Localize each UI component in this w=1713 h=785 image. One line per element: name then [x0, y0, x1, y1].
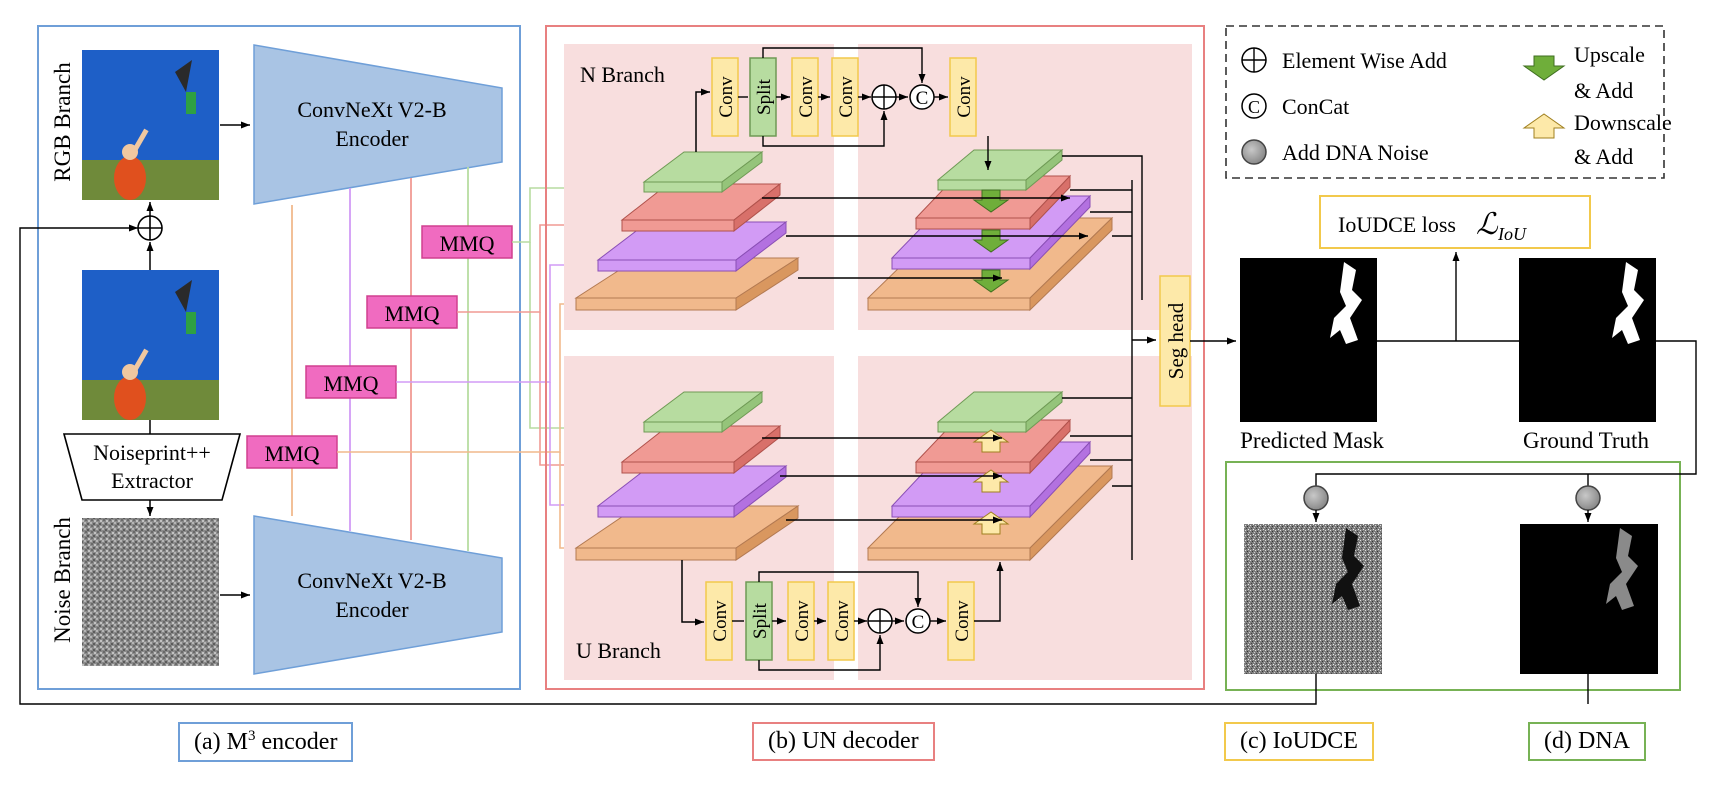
- extractor-label-2: Extractor: [111, 468, 194, 493]
- legend-upscale-label-1: Upscale: [1574, 42, 1645, 67]
- svg-text:Conv: Conv: [952, 600, 973, 642]
- legend-box: [1225, 25, 1665, 179]
- n-right-green-layer: [936, 148, 1064, 192]
- input-image: [82, 270, 219, 420]
- svg-text:MMQ: MMQ: [384, 301, 439, 326]
- rgb-input-image: [82, 50, 219, 200]
- svg-text:MMQ: MMQ: [264, 441, 319, 466]
- noise-branch-label: Noise Branch: [50, 517, 75, 643]
- n-branch-label: N Branch: [580, 62, 665, 87]
- dna-ground-truth-image: [1520, 524, 1658, 674]
- u-conv-1: Conv: [705, 581, 733, 661]
- legend-concat-icon: [1241, 93, 1267, 119]
- noise-encoder: [253, 515, 503, 675]
- n-split: Split: [749, 57, 777, 137]
- caption-encoder: (a) M3 encoder: [178, 722, 354, 762]
- u-right-green-layer: [936, 390, 1064, 434]
- encoder-panel: [37, 25, 521, 690]
- legend-downscale-label-1: Downscale: [1574, 110, 1672, 135]
- svg-text:Split: Split: [750, 602, 771, 639]
- u-branch-label: U Branch: [576, 638, 661, 663]
- rgb-branch-label: RGB Branch: [50, 62, 75, 182]
- svg-text:C: C: [1248, 97, 1260, 117]
- dna-noise-icon-1: [1303, 485, 1329, 511]
- svg-text:C: C: [912, 612, 925, 633]
- iou-loss-symbol: ℒ: [1476, 208, 1499, 241]
- legend-upscale-label-2: & Add: [1574, 78, 1633, 103]
- u-conv-2: Conv: [787, 581, 815, 661]
- mmq-purple: MMQ: [305, 365, 397, 399]
- legend-concat-label: ConCat: [1282, 94, 1349, 119]
- iou-loss-box: [1319, 195, 1591, 249]
- noise-encoder-label-2: Encoder: [335, 597, 409, 622]
- predicted-mask-label: Predicted Mask: [1240, 428, 1384, 453]
- caption-decoder: (b) UN decoder: [752, 722, 935, 761]
- mmq-green: MMQ: [421, 225, 513, 259]
- n-conv-3: Conv: [831, 57, 859, 137]
- n-conv-1: Conv: [711, 57, 739, 137]
- svg-text:Conv: Conv: [954, 76, 975, 118]
- n-left-red-layer: [620, 182, 782, 233]
- upscale-arrow-1: [972, 189, 1010, 213]
- svg-text:Conv: Conv: [792, 600, 813, 642]
- mmq-orange: MMQ: [246, 435, 338, 469]
- legend-add-label: Element Wise Add: [1282, 48, 1447, 73]
- svg-text:Conv: Conv: [836, 76, 857, 118]
- seg-head: Seg head: [1159, 275, 1191, 407]
- decoder-panel: [545, 25, 1205, 690]
- extractor-label-1: Noiseprint++: [93, 440, 211, 465]
- svg-text:Conv: Conv: [796, 76, 817, 118]
- legend-downscale-icon: [1522, 113, 1566, 139]
- rgb-encoder: [253, 44, 503, 205]
- legend-downscale-label-2: & Add: [1574, 144, 1633, 169]
- ground-truth-label: Ground Truth: [1523, 428, 1649, 453]
- rgb-encoder-label-2: Encoder: [335, 126, 409, 151]
- iou-loss-label: IoUDCE loss: [1338, 212, 1456, 237]
- noise-encoder-label-1: ConvNeXt V2-B: [297, 568, 446, 593]
- ground-truth-image: [1519, 258, 1656, 422]
- caption-dna: (d) DNA: [1528, 722, 1646, 761]
- svg-text:Split: Split: [754, 78, 775, 115]
- n-conv-2: Conv: [791, 57, 819, 137]
- legend-dna-label: Add DNA Noise: [1282, 140, 1429, 165]
- caption-iou: (c) IoUDCE: [1224, 722, 1374, 761]
- dna-noisy-mask-image: [1244, 524, 1382, 674]
- u-split: Split: [745, 581, 773, 661]
- svg-text:Conv: Conv: [832, 600, 853, 642]
- svg-text:Seg head: Seg head: [1164, 302, 1188, 379]
- u-left-purple-layer: [596, 464, 788, 519]
- mmq-red: MMQ: [366, 295, 458, 329]
- dna-noise-icon-2: [1575, 485, 1601, 511]
- svg-text:Conv: Conv: [716, 76, 737, 118]
- predicted-mask-image: [1240, 258, 1377, 422]
- n-conv-4: Conv: [949, 57, 977, 137]
- svg-text:MMQ: MMQ: [323, 371, 378, 396]
- legend-upscale-icon: [1522, 55, 1566, 81]
- iou-loss-subscript: IoU: [1497, 224, 1527, 244]
- svg-text:Conv: Conv: [710, 600, 731, 642]
- legend-dna-icon: [1241, 139, 1267, 165]
- u-conv-4: Conv: [947, 581, 975, 661]
- svg-text:C: C: [916, 88, 929, 109]
- dna-panel: [1225, 461, 1681, 691]
- n-left-green-layer: [642, 151, 764, 193]
- noiseprint-extractor: [62, 433, 242, 501]
- noiseprint-image: [82, 518, 219, 666]
- rgb-encoder-label-1: ConvNeXt V2-B: [297, 97, 446, 122]
- svg-text:MMQ: MMQ: [439, 231, 494, 256]
- u-left-green-layer: [642, 391, 764, 433]
- u-conv-3: Conv: [827, 581, 855, 661]
